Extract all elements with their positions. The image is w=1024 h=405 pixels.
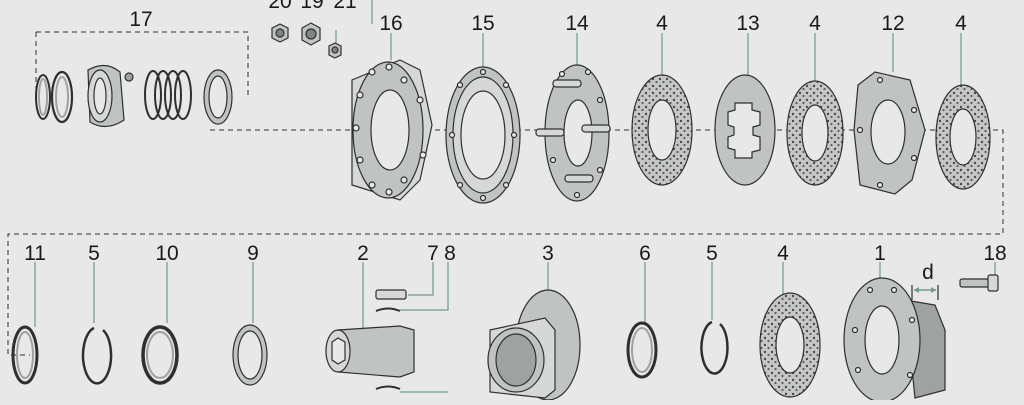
- part-3-housing: [487, 289, 581, 401]
- dimension-d: [911, 285, 939, 300]
- part-18-bolt: [959, 274, 999, 292]
- part-17-seal-kit: [35, 64, 233, 128]
- part-14-pin-carrier: [535, 64, 611, 202]
- label-4-b: 4: [809, 12, 821, 35]
- label-10: 10: [155, 242, 178, 265]
- part-labels: 17 20 19 21 16 15 14 4 13 4 12 4 11 5 10…: [24, 0, 1007, 284]
- label-7: 7: [427, 242, 439, 265]
- label-4-d: 4: [777, 242, 789, 265]
- part-4-friction-disc-c: [935, 84, 991, 190]
- label-13: 13: [736, 12, 759, 35]
- part-4-friction-disc-b: [786, 80, 844, 186]
- part-11-ring: [11, 325, 39, 385]
- part-1-yoke-flange: [843, 277, 946, 403]
- part-10-ring: [141, 325, 179, 385]
- label-16: 16: [379, 12, 402, 35]
- label-15: 15: [471, 12, 494, 35]
- label-2: 2: [357, 242, 369, 265]
- label-3: 3: [542, 242, 554, 265]
- label-12: 12: [881, 12, 904, 35]
- part-12-pressure-plate: [853, 71, 926, 195]
- part-9-ring: [232, 324, 268, 386]
- label-5-a: 5: [88, 242, 100, 265]
- label-20: 20: [268, 0, 291, 13]
- part-4-friction-disc-d: [759, 292, 821, 398]
- part-4-friction-disc-a: [631, 74, 693, 186]
- part-6-ring: [626, 321, 658, 379]
- label-d: d: [922, 261, 934, 284]
- part-15-flange-disc: [445, 66, 521, 204]
- label-5-b: 5: [706, 242, 718, 265]
- part-5-circlip-a: [81, 326, 113, 385]
- label-18: 18: [983, 242, 1006, 265]
- label-4-a: 4: [656, 12, 668, 35]
- parts-19-20-21-nuts: [271, 22, 342, 59]
- label-6: 6: [639, 242, 651, 265]
- label-17: 17: [129, 8, 152, 31]
- label-1: 1: [874, 242, 886, 265]
- part-2-hub: [325, 289, 415, 390]
- part-16-flange-plate: [351, 59, 433, 201]
- part-5-circlip-b: [700, 320, 729, 375]
- label-19: 19: [300, 0, 323, 13]
- label-21: 21: [333, 0, 356, 13]
- label-9: 9: [247, 242, 259, 265]
- label-14: 14: [565, 12, 589, 35]
- label-11: 11: [24, 242, 46, 265]
- part-13-toothed-disc: [714, 74, 776, 186]
- label-8: 8: [444, 242, 456, 265]
- label-4-c: 4: [955, 12, 967, 35]
